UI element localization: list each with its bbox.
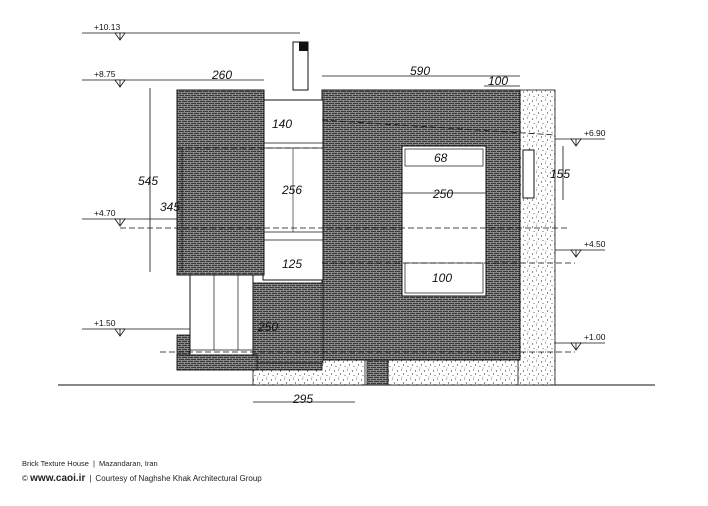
level-marker-690: +6.90 bbox=[555, 128, 606, 147]
level-label: +1.50 bbox=[94, 318, 116, 328]
lower-window-pane bbox=[404, 262, 484, 294]
level-marker-875: +8.75 bbox=[82, 69, 177, 88]
side-wall-textured bbox=[517, 89, 556, 386]
level-label: +10.13 bbox=[94, 22, 121, 32]
lower-brick-wall bbox=[252, 282, 324, 364]
dim-label: 125 bbox=[282, 257, 302, 271]
level-label: +1.00 bbox=[584, 332, 606, 342]
level-marker-150: +1.50 bbox=[82, 318, 190, 337]
dim-label: 250 bbox=[257, 320, 278, 334]
plinth-step bbox=[366, 359, 389, 386]
credit-text: Courtesy of Naghshe Khak Architectural G… bbox=[95, 474, 262, 483]
chimney-cap bbox=[299, 42, 308, 51]
dim-label: 100 bbox=[432, 271, 452, 285]
dim-label: 295 bbox=[292, 392, 313, 406]
project-name: Brick Texture House bbox=[22, 459, 89, 468]
lower-glazing bbox=[189, 274, 254, 356]
dim-label: 250 bbox=[432, 187, 453, 201]
level-marker-470: +4.70 bbox=[82, 208, 177, 227]
level-label: +4.70 bbox=[94, 208, 116, 218]
level-marker-1013: +10.13 bbox=[82, 22, 300, 41]
dim-label: 345 bbox=[160, 200, 180, 214]
project-location: Mazandaran, Iran bbox=[98, 459, 158, 468]
dim-label: 155 bbox=[550, 167, 570, 181]
level-marker-450: +4.50 bbox=[555, 239, 606, 258]
level-label: +8.75 bbox=[94, 69, 116, 79]
level-marker-100: +1.00 bbox=[555, 332, 606, 351]
level-label: +4.50 bbox=[584, 239, 606, 249]
entry-step bbox=[176, 354, 258, 371]
dim-label: 545 bbox=[138, 174, 158, 188]
dim-label: 590 bbox=[410, 64, 430, 78]
caption-credit: © www.caoi.ir|Courtesy of Naghshe Khak A… bbox=[22, 473, 262, 484]
slit-window bbox=[522, 149, 535, 199]
caption-project: Brick Texture House|Mazandaran, Iran bbox=[22, 459, 158, 468]
level-label: +6.90 bbox=[584, 128, 606, 138]
site-link[interactable]: www.caoi.ir bbox=[30, 473, 86, 484]
level-line-dashed bbox=[321, 119, 556, 136]
dim-label: 256 bbox=[281, 183, 302, 197]
copyright-symbol: © bbox=[22, 474, 28, 483]
dim-label: 100 bbox=[488, 74, 508, 88]
dim-label: 260 bbox=[211, 68, 232, 82]
dim-label: 68 bbox=[434, 151, 448, 165]
upper-brick-volume bbox=[176, 89, 265, 276]
dim-label: 140 bbox=[272, 117, 292, 131]
upper-window-pane bbox=[404, 148, 484, 167]
